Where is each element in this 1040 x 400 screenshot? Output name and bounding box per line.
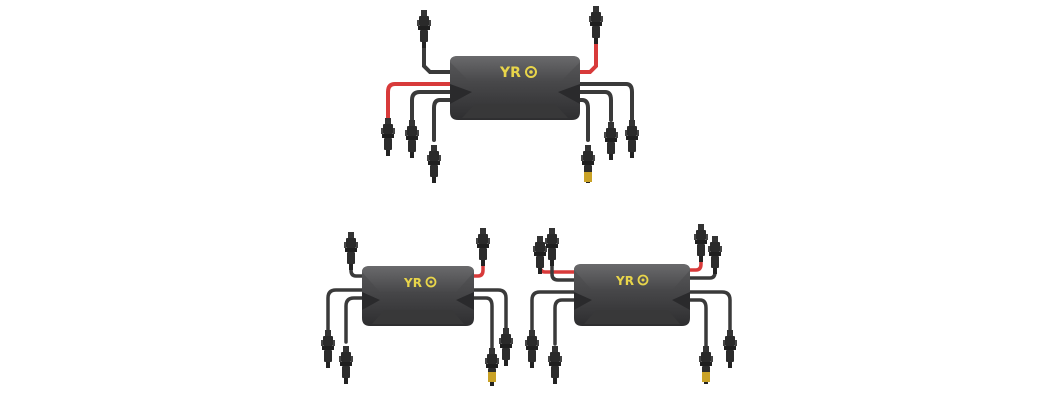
sun-logo-icon: [637, 274, 649, 286]
connector-group: [381, 6, 639, 183]
logo-text: YR: [499, 65, 521, 81]
logo-text: YR: [615, 274, 634, 288]
connector-group: [321, 228, 513, 386]
housing: YR: [362, 266, 474, 326]
device-small-right: YR: [525, 224, 737, 384]
sun-logo-icon: [525, 66, 537, 78]
logo-text: YR: [403, 276, 422, 290]
housing: YR: [574, 264, 690, 326]
sun-logo-icon: [425, 276, 437, 288]
housing: YR: [450, 56, 580, 120]
device-small-left: YR: [321, 228, 513, 386]
device-large: YR: [381, 6, 639, 183]
connector-group: [525, 224, 737, 384]
